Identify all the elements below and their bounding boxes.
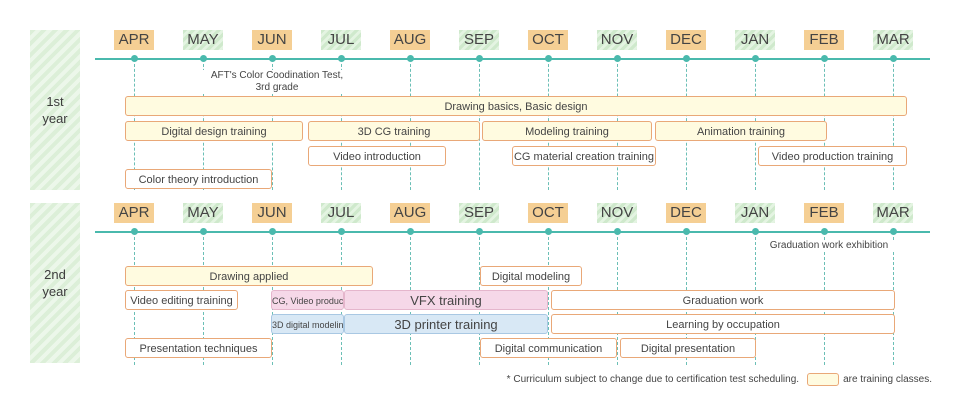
y2-month-nov: NOV [597, 203, 637, 223]
footer-disclaimer: * Curriculum subject to change due to ce… [506, 374, 800, 385]
bar-digital-design-training: Digital design training [125, 121, 303, 141]
y2-timeline [95, 231, 930, 233]
y2-month-feb: FEB [804, 203, 844, 223]
y2-month-jun: JUN [252, 203, 292, 223]
y2-dot-dec [683, 228, 690, 235]
year2-exhibition-note: Graduation work exhibition [762, 240, 896, 252]
y1-dot-nov [614, 55, 621, 62]
bar-color-theory-introduction: Color theory introduction [125, 169, 272, 189]
y1-dot-jul [338, 55, 345, 62]
y2-dot-jul [338, 228, 345, 235]
y2-dot-jan [752, 228, 759, 235]
y2-dot-may [200, 228, 207, 235]
y2-dot-oct [545, 228, 552, 235]
y1-month-may: MAY [183, 30, 223, 50]
legend-training-swatch [807, 373, 840, 386]
y1-month-apr: APR [114, 30, 154, 50]
y1-dot-mar [890, 55, 897, 62]
year1-test-note-line1: AFT's Color Coodination Test, [210, 70, 344, 81]
y2-month-apr: APR [114, 203, 154, 223]
y1-dot-may [200, 55, 207, 62]
bar-3dcg-training: 3D CG training [308, 121, 480, 141]
y2-dot-mar [890, 228, 897, 235]
bar-drawing-basics: Drawing basics, Basic design [125, 96, 907, 116]
year-label-1st-line2: year [42, 111, 68, 126]
y2-month-sep: SEP [459, 203, 499, 223]
year-label-2nd-line2: year [42, 284, 68, 299]
y2-month-may: MAY [183, 203, 223, 223]
bar-3d-printer-training: 3D printer training [344, 314, 548, 334]
y1-month-jun: JUN [252, 30, 292, 50]
y2-dot-apr [131, 228, 138, 235]
year-label-1st: 1st year [30, 30, 80, 190]
footer-note: * Curriculum subject to change due to ce… [507, 373, 932, 386]
y2-dot-feb [821, 228, 828, 235]
year1-test-note: AFT's Color Coodination Test, 3rd grade [200, 70, 354, 94]
y1-month-aug: AUG [390, 30, 430, 50]
y1-dot-jan [752, 55, 759, 62]
y1-dot-aug [407, 55, 414, 62]
y1-dot-apr [131, 55, 138, 62]
y1-dot-dec [683, 55, 690, 62]
y2-dot-jun [269, 228, 276, 235]
y2-dot-sep [476, 228, 483, 235]
y1-month-mar: MAR [873, 30, 913, 50]
y1-timeline [95, 58, 930, 60]
y1-dot-feb [821, 55, 828, 62]
bar-animation-training: Animation training [655, 121, 827, 141]
y2-dot-nov [614, 228, 621, 235]
y2-month-jan: JAN [735, 203, 775, 223]
y1-guide-mar [893, 64, 894, 190]
y1-dot-jun [269, 55, 276, 62]
y1-month-jan: JAN [735, 30, 775, 50]
year-label-2nd: 2nd year [30, 203, 80, 363]
year-label-2nd-line1: 2nd [44, 267, 66, 282]
year1-test-note-line2: 3rd grade [255, 82, 299, 93]
bar-cg-material-creation: CG material creation training [512, 146, 656, 166]
y1-dot-oct [545, 55, 552, 62]
y1-month-feb: FEB [804, 30, 844, 50]
bar-digital-communication: Digital communication [480, 338, 617, 358]
bar-3d-digital-modeling: 3D digital modeling [271, 314, 344, 334]
bar-digital-modeling: Digital modeling [480, 266, 582, 286]
bar-video-editing-training: Video editing training [125, 290, 238, 310]
bar-presentation-techniques: Presentation techniques [125, 338, 272, 358]
y1-month-jul: JUL [321, 30, 361, 50]
y2-dot-aug [407, 228, 414, 235]
bar-video-production-training: Video production training [758, 146, 907, 166]
y2-month-jul: JUL [321, 203, 361, 223]
bar-video-introduction: Video introduction [308, 146, 446, 166]
y1-month-oct: OCT [528, 30, 568, 50]
bar-drawing-applied: Drawing applied [125, 266, 373, 286]
bar-vfx-training: VFX training [344, 290, 548, 310]
y1-month-sep: SEP [459, 30, 499, 50]
bar-cg-video-production: CG, Video production [271, 290, 344, 310]
bar-digital-presentation: Digital presentation [620, 338, 756, 358]
bar-modeling-training: Modeling training [482, 121, 652, 141]
y1-dot-sep [476, 55, 483, 62]
bar-learning-by-occupation: Learning by occupation [551, 314, 895, 334]
y1-month-dec: DEC [666, 30, 706, 50]
y2-month-mar: MAR [873, 203, 913, 223]
y1-month-nov: NOV [597, 30, 637, 50]
y2-month-oct: OCT [528, 203, 568, 223]
y2-guide-oct [548, 237, 549, 365]
y2-month-dec: DEC [666, 203, 706, 223]
year-label-1st-line1: 1st [46, 94, 64, 109]
legend-label: are training classes. [843, 374, 932, 385]
y2-month-aug: AUG [390, 203, 430, 223]
bar-graduation-work: Graduation work [551, 290, 895, 310]
